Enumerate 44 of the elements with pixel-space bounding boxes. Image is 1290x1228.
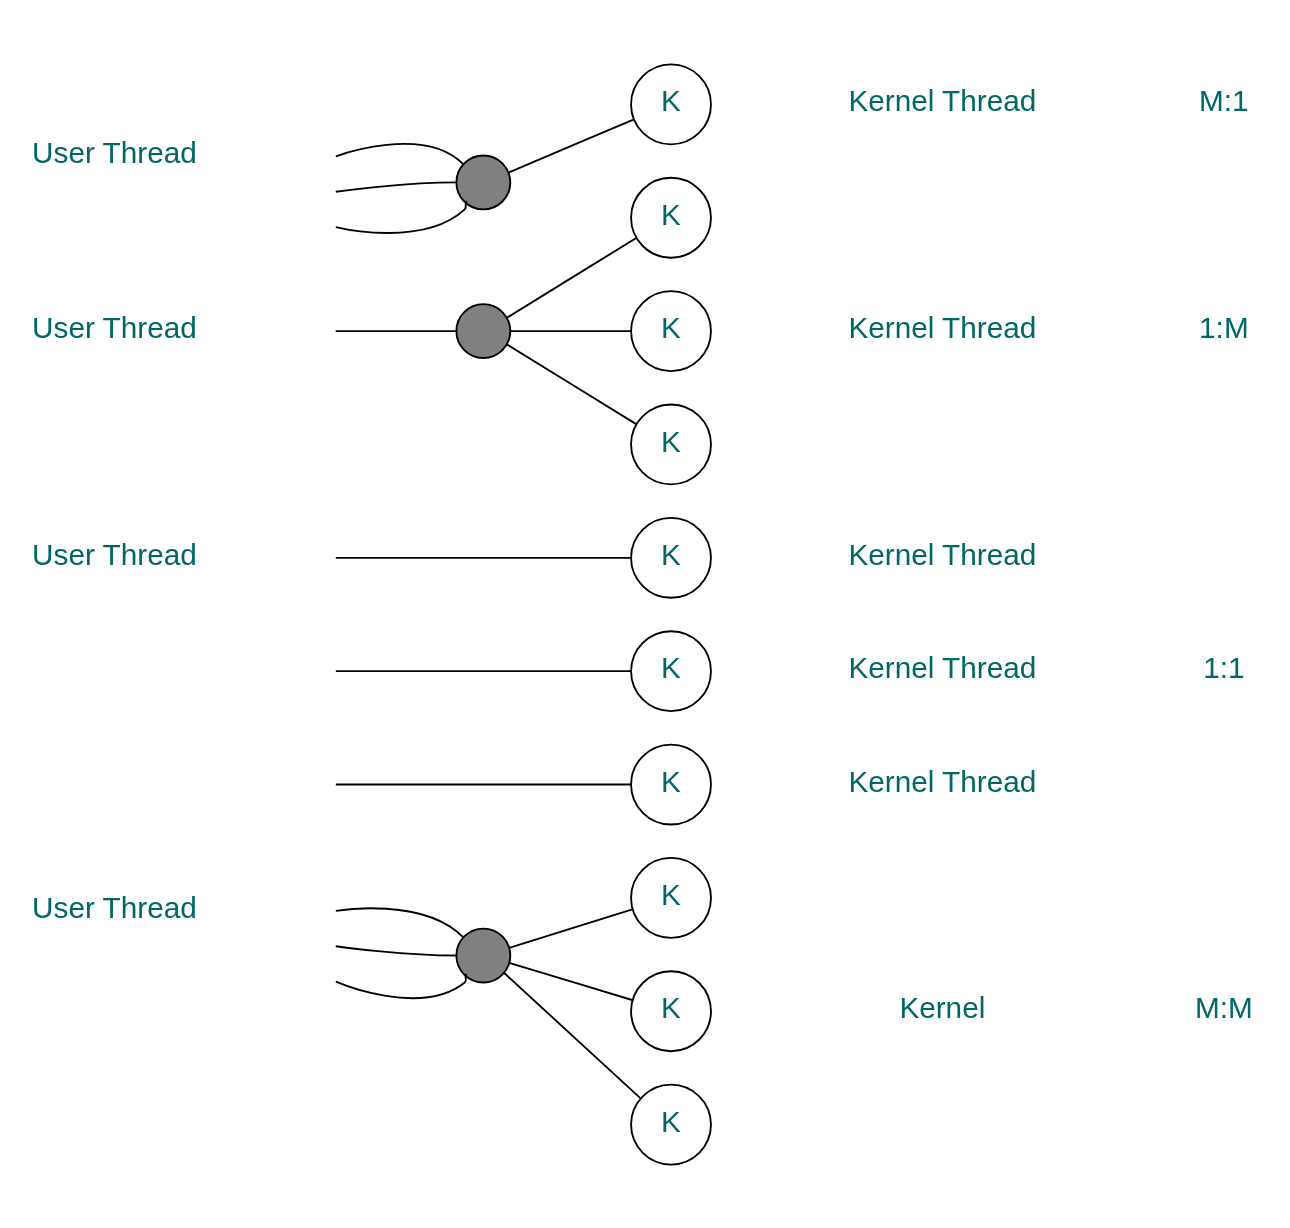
connector	[509, 329, 632, 332]
connector	[506, 343, 638, 425]
label: User Thread	[32, 135, 197, 169]
connector	[503, 971, 642, 1099]
connector	[509, 961, 633, 1001]
connector	[334, 181, 458, 193]
connector	[334, 142, 464, 165]
connector	[334, 199, 468, 234]
connector	[334, 329, 458, 332]
connector	[334, 906, 464, 938]
node-circle: K	[630, 969, 712, 1052]
label: M:M	[1194, 990, 1253, 1024]
label: Kernel Thread	[848, 310, 1037, 344]
label: 1:1	[1203, 650, 1245, 684]
node-circle: K	[630, 516, 712, 599]
label: 1:M	[1199, 310, 1249, 344]
node-circle: K	[630, 1083, 712, 1165]
node-circle	[455, 302, 512, 359]
connector	[334, 944, 458, 956]
node-circle: K	[630, 176, 712, 259]
node-circle: K	[630, 743, 712, 825]
label: User Thread	[32, 310, 197, 344]
label: Kernel Thread	[848, 650, 1037, 684]
connector	[334, 783, 632, 785]
node-circle	[455, 927, 512, 983]
node-circle: K	[630, 63, 712, 145]
node-circle: K	[630, 629, 712, 712]
node-circle: K	[630, 289, 712, 372]
label: Kernel Thread	[848, 764, 1037, 798]
node-circle	[455, 154, 512, 210]
label: Kernel Thread	[848, 83, 1037, 117]
connector	[334, 669, 632, 672]
connector	[508, 908, 634, 949]
label: Kernel Thread	[848, 537, 1037, 571]
label: User Thread	[32, 537, 197, 571]
label: M:1	[1199, 83, 1249, 117]
connector	[334, 972, 468, 999]
connector	[506, 236, 638, 319]
connector	[507, 118, 635, 173]
label: User Thread	[32, 890, 197, 924]
label: Kernel	[899, 990, 986, 1024]
node-circle: K	[630, 856, 712, 939]
node-circle: K	[630, 403, 712, 485]
connector	[334, 556, 632, 559]
